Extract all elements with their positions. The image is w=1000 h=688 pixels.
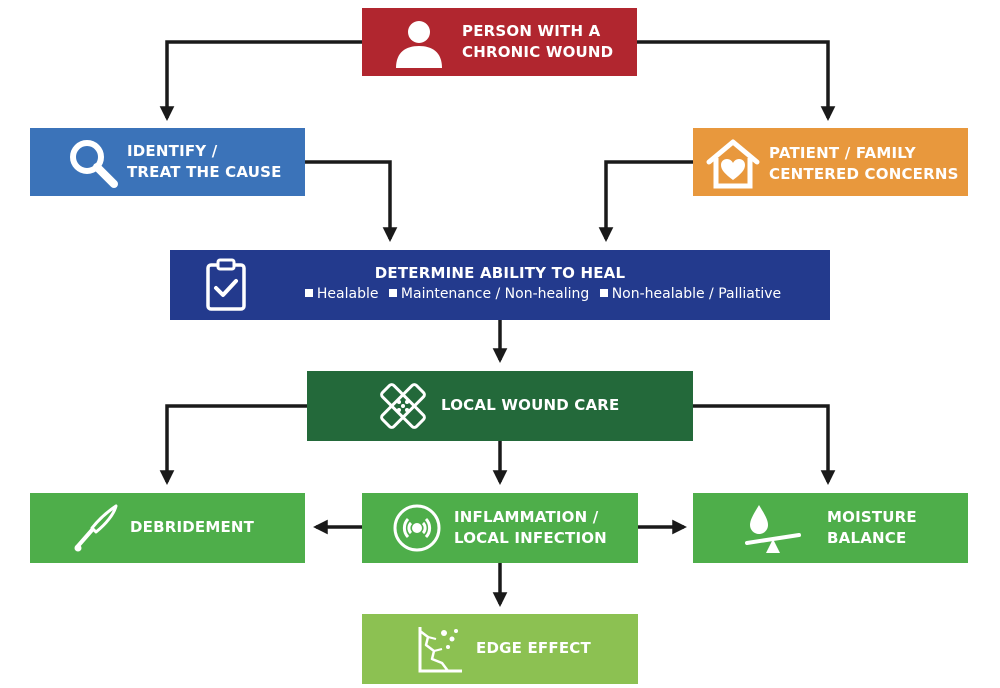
determine-title: DETERMINE ABILITY TO HEAL xyxy=(374,264,626,282)
arrow-local-to-moisture xyxy=(693,404,836,485)
house-heart-icon xyxy=(706,139,760,189)
option-non-healable: Non-healable / Palliative xyxy=(611,286,782,302)
person-icon xyxy=(396,21,442,68)
option-healable: Healable xyxy=(316,286,379,302)
arrow-person-to-patient xyxy=(637,40,836,121)
arrow-patient-to-determine xyxy=(598,160,693,242)
inflammation-infection-box: INFLAMMATION / LOCAL INFECTION xyxy=(362,493,638,563)
debridement-label: DEBRIDEMENT xyxy=(130,518,255,536)
determine-ability-box: DETERMINE ABILITY TO HEAL Healable Maint… xyxy=(170,250,830,320)
signal-icon xyxy=(393,504,441,552)
local-wound-care-box: LOCAL WOUND CARE xyxy=(307,371,693,441)
edge-effect-box: EDGE EFFECT xyxy=(362,614,638,684)
arrow-identify-to-determine xyxy=(305,160,398,242)
edge-effect-label: EDGE EFFECT xyxy=(476,639,591,657)
local-wound-care-label: LOCAL WOUND CARE xyxy=(441,396,620,414)
patient-family-concerns-box: PATIENT / FAMILY CENTERED CONCERNS xyxy=(693,128,968,196)
person-with-chronic-wound-box: PERSON WITH A CHRONIC WOUND xyxy=(362,8,637,76)
debridement-box: DEBRIDEMENT xyxy=(30,493,305,563)
bandage-icon xyxy=(380,383,426,429)
moisture-label: MOISTURE BALANCE xyxy=(827,508,917,547)
person-label: PERSON WITH A CHRONIC WOUND xyxy=(462,22,614,61)
drop-scale-icon xyxy=(745,505,801,553)
moisture-balance-box: MOISTURE BALANCE xyxy=(693,493,968,563)
arrow-local-to-debridement xyxy=(159,404,307,485)
clipboard-check-icon xyxy=(206,258,246,311)
inflammation-label: INFLAMMATION / LOCAL INFECTION xyxy=(454,508,607,547)
identify-cause-box: IDENTIFY / TREAT THE CAUSE xyxy=(30,128,305,196)
patient-label: PATIENT / FAMILY CENTERED CONCERNS xyxy=(769,144,959,183)
cracked-edge-icon xyxy=(418,627,462,673)
option-maintenance: Maintenance / Non-healing xyxy=(400,286,590,302)
determine-options: Healable Maintenance / Non-healing Non-h… xyxy=(250,286,830,302)
magnifier-icon xyxy=(70,140,118,188)
identify-label: IDENTIFY / TREAT THE CAUSE xyxy=(127,142,282,181)
scalpel-icon xyxy=(74,504,118,552)
arrow-person-to-identify xyxy=(159,40,362,121)
